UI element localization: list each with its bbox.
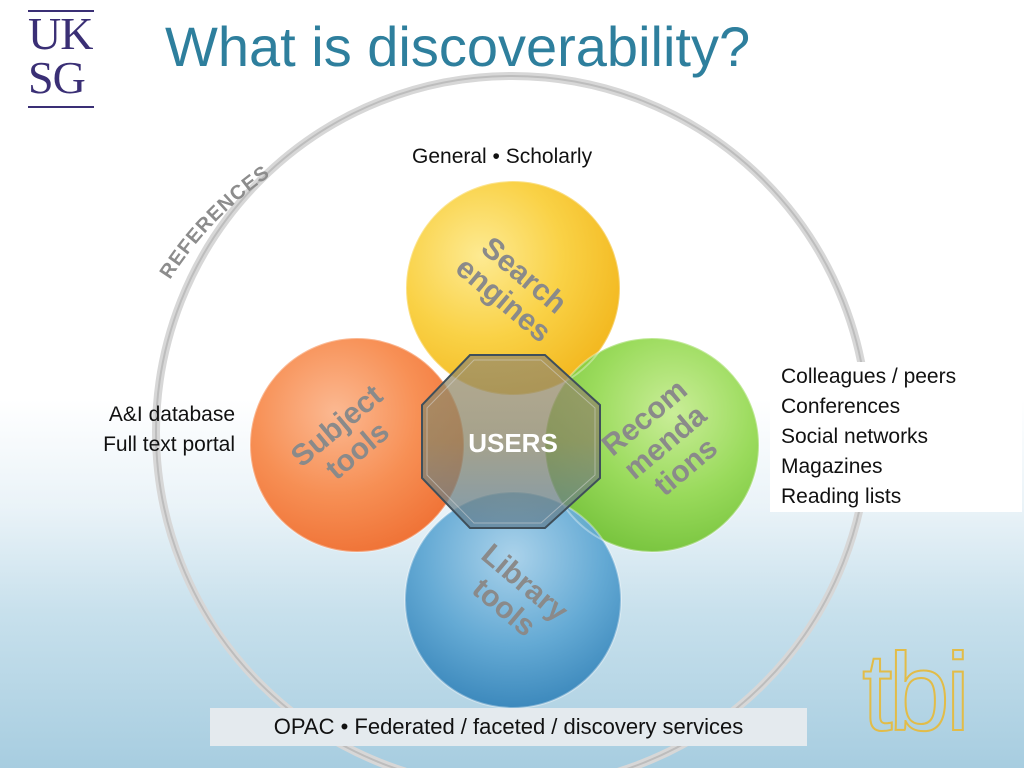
petal-subject-tools [250,338,464,552]
annotation-conferences: Conferences [781,395,901,418]
annotation-colleagues: Colleagues / peers [781,365,957,388]
annotation-magazines: Magazines [781,455,883,478]
slide-title: What is discoverability? [165,15,751,78]
petal-search-engines [406,181,620,395]
users-octagon [421,354,601,529]
petal-recommendations [545,338,759,552]
uksg-logo: UK SG [28,8,96,108]
uksg-logo-top-rule [28,10,94,12]
references-label: REFERENCES [156,161,274,282]
annotation-full-text-portal: Full text portal [103,433,235,456]
subject-tools-annotation: A&I database Full text portal [60,400,235,460]
uksg-logo-bottom-rule [28,106,94,108]
annotation-ai-database: A&I database [108,403,235,426]
petal-library-tools [405,492,621,708]
users-octagon-inner [426,359,596,524]
annotation-social-networks: Social networks [781,425,929,448]
uksg-logo-line2: SG [28,52,86,103]
users-label: USERS [468,428,558,458]
library-tools-annotation: OPAC • Federated / faceted / discovery s… [210,708,807,746]
uksg-logo-line1: UK [28,8,93,59]
annotation-reading-lists: Reading lists [781,485,902,508]
tbi-logo: tbi [861,631,971,754]
recommendations-annotation: Colleagues / peers Conferences Social ne… [770,362,1022,512]
search-engines-annotation: General • Scholarly [412,145,593,168]
